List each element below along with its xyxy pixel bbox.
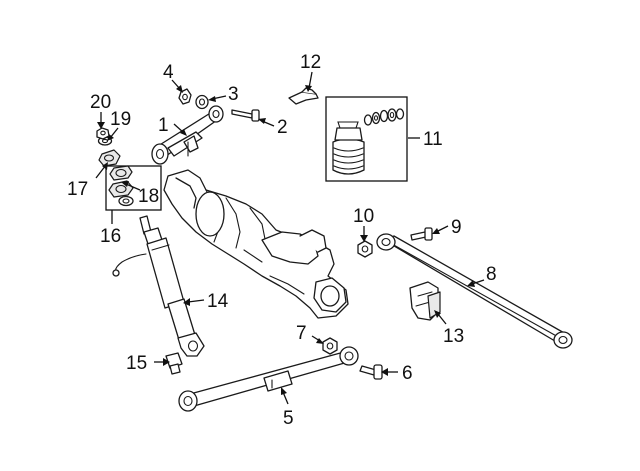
- callout-11: 11: [423, 129, 443, 150]
- callout-13: 13: [443, 326, 464, 347]
- callout-10: 10: [353, 206, 374, 227]
- callout-8: 8: [486, 264, 497, 285]
- callout-3: 3: [228, 84, 239, 105]
- callout-15: 15: [126, 353, 147, 374]
- nut-10: [357, 240, 373, 258]
- callout-18: 18: [138, 186, 159, 207]
- kit-frame-16: [105, 165, 162, 211]
- bolt-6: [359, 364, 383, 380]
- bushing-17: [98, 149, 121, 167]
- nut-7: [322, 337, 338, 355]
- bushing-kit: [105, 165, 162, 224]
- callout-1: 1: [158, 115, 169, 136]
- callout-19: 19: [110, 109, 131, 130]
- washer-3: [195, 94, 209, 110]
- callout-20: 20: [90, 92, 111, 113]
- callout-4: 4: [163, 62, 174, 83]
- callout-5: 5: [283, 408, 294, 429]
- nut-4: [178, 88, 192, 105]
- bolt-2: [231, 109, 260, 122]
- kit-frame-11: [325, 96, 408, 182]
- callout-7: 7: [296, 323, 307, 344]
- callout-2: 2: [277, 117, 288, 138]
- callout-12: 12: [300, 52, 321, 73]
- axle-housing: [163, 169, 349, 319]
- bracket-12: [288, 87, 319, 105]
- nut-20: [96, 127, 110, 140]
- bolt-15: [165, 352, 183, 375]
- bump-stop-kit: [325, 96, 408, 182]
- bracket-13: [409, 281, 441, 321]
- callout-6: 6: [402, 363, 413, 384]
- callout-labels: 1 2 3 4 5 6 7 8 9 10 11 12 13 14 15 16 1…: [67, 52, 497, 429]
- upper-control-arm: [151, 105, 224, 165]
- lower-control-arm: [178, 346, 359, 412]
- callout-14: 14: [207, 291, 229, 312]
- callout-16: 16: [100, 226, 121, 247]
- shock-absorber: [112, 215, 205, 357]
- leader-lines: [95, 71, 485, 405]
- callout-17: 17: [67, 179, 88, 200]
- bolt-9: [410, 227, 433, 241]
- lateral-rod: [376, 233, 573, 349]
- callout-9: 9: [451, 217, 462, 238]
